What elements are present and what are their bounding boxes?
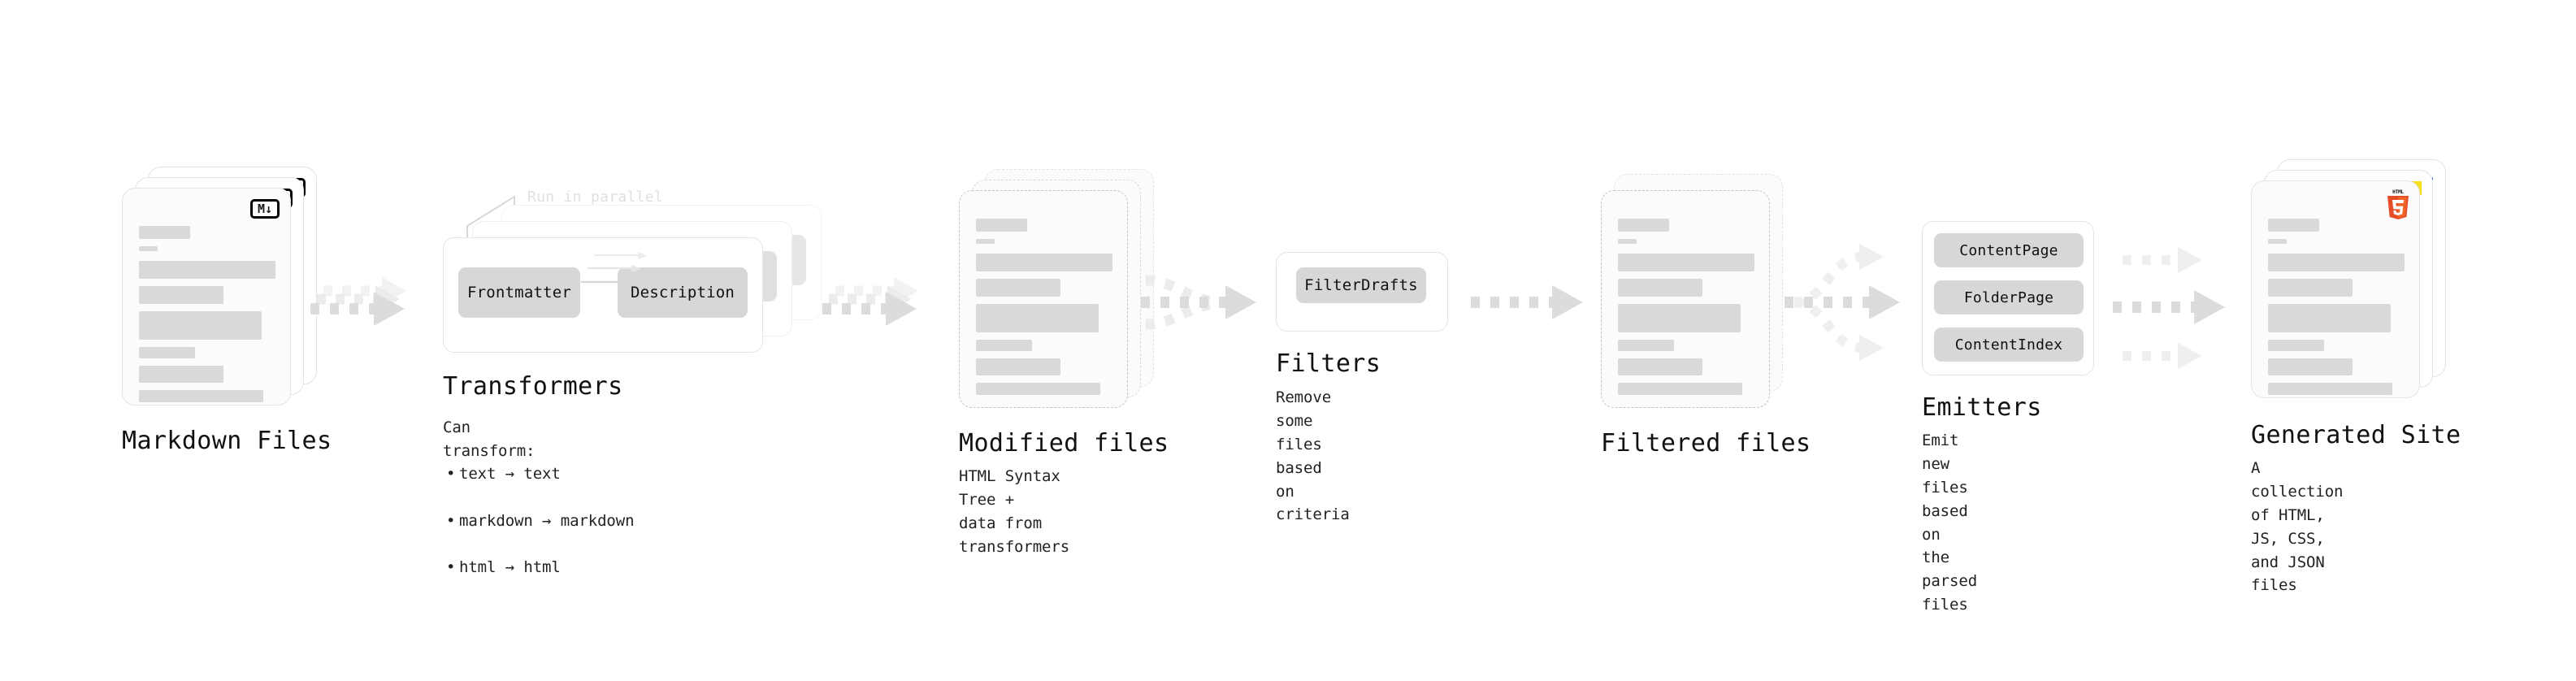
stage-title-filters: Filters	[1276, 349, 1381, 378]
connector-emitters-to-site	[2113, 247, 2225, 369]
stage-title-markdown-files: Markdown Files	[122, 427, 332, 455]
connector-modified-to-filters	[1141, 275, 1256, 330]
doc-placeholder-bars	[1618, 219, 1754, 402]
stage-desc-modified-files: HTML Syntax Tree + data from transformer…	[959, 467, 1070, 556]
stage-title-emitters: Emitters	[1922, 393, 2042, 422]
stage-desc-emitters: Emit new files based on the parsed files	[1922, 432, 1978, 614]
doc-placeholder-bars	[2268, 219, 2405, 402]
transformers-bullet-2: html → html	[443, 556, 634, 579]
modified-doc-front	[959, 190, 1128, 408]
stage-title-generated-site: Generated Site	[2251, 421, 2461, 449]
site-doc-html: HTML	[2251, 180, 2420, 398]
svg-text:HTML: HTML	[2392, 189, 2404, 195]
run-in-parallel-label: Run in parallel	[527, 189, 664, 206]
chip-frontmatter[interactable]: Frontmatter	[458, 267, 580, 318]
stage-desc-filters: Remove some files based on criteria	[1276, 388, 1350, 524]
transformers-bullet-list: text → text markdown → markdown html → h…	[443, 439, 635, 603]
connector-filtered-to-emitters	[1785, 244, 1900, 361]
stage-desc-transformers: Can transform:	[443, 419, 536, 460]
doc-placeholder-bars	[139, 226, 275, 410]
chip-contentindex[interactable]: ContentIndex	[1934, 327, 2084, 362]
transformer-box-front: Frontmatter Description	[443, 237, 763, 353]
connector-md-to-transformers	[310, 277, 406, 326]
stage-title-transformers: Transformers	[443, 372, 623, 401]
transformers-bullet-0: text → text	[443, 462, 634, 486]
stage-title-modified-files: Modified files	[959, 429, 1169, 458]
chip-folderpage[interactable]: FolderPage	[1934, 280, 2084, 314]
emitters-box: ContentPage FolderPage ContentIndex	[1922, 221, 2094, 375]
markdown-doc-front: M↓	[122, 188, 291, 406]
connector-filters-to-filtered	[1471, 285, 1583, 319]
filters-box: FilterDrafts	[1276, 252, 1448, 332]
doc-placeholder-bars	[976, 219, 1112, 402]
chip-contentpage[interactable]: ContentPage	[1934, 233, 2084, 267]
chip-filterdrafts[interactable]: FilterDrafts	[1296, 267, 1426, 303]
html5-icon: HTML	[2387, 189, 2409, 219]
transformers-bullet-1: markdown → markdown	[443, 510, 635, 533]
stage-desc-generated-site: A collection of HTML, JS, CSS, and JSON …	[2251, 459, 2344, 595]
filtered-doc-front	[1601, 190, 1770, 408]
markdown-icon: M↓	[250, 199, 280, 219]
stage-title-filtered-files: Filtered files	[1601, 429, 1811, 458]
chip-description[interactable]: Description	[618, 267, 748, 318]
connector-transformers-to-modified	[822, 277, 918, 326]
